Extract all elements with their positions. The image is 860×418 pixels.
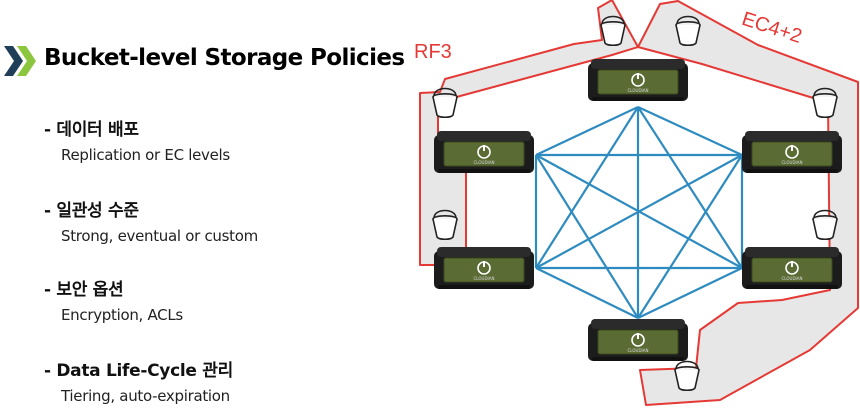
- node-brand-label: CLOUDIAN: [782, 276, 803, 281]
- policy-detail: Tiering, auto-expiration: [61, 387, 230, 405]
- storage-node: CLOUDIAN: [434, 247, 534, 289]
- policy-heading: - 보안 옵션: [44, 280, 124, 300]
- node-brand-label: CLOUDIAN: [782, 160, 803, 165]
- policy-item-security: - 보안 옵션 Encryption, ACLs: [44, 275, 183, 324]
- policy-heading: - 일관성 수준: [44, 201, 139, 221]
- mesh-link: [535, 106, 639, 269]
- bucket-icon: [432, 87, 458, 119]
- policy-item-lifecycle: - Data Life-Cycle 관리 Tiering, auto-expir…: [44, 356, 233, 405]
- mesh-link: [637, 154, 743, 319]
- storage-node: CLOUDIAN: [588, 319, 688, 361]
- policy-detail: Replication or EC levels: [61, 146, 230, 164]
- bucket-icon: [675, 15, 701, 47]
- mesh-link: [535, 154, 743, 269]
- bucket-icon: [812, 209, 838, 241]
- policy-heading: - Data Life-Cycle 관리: [44, 361, 233, 381]
- cluster-diagram-svg: CLOUDIAN CLOUDIAN CLOUDIAN CLOUDIAN CLOUDIAN…: [414, 0, 859, 406]
- buckets: [432, 15, 838, 392]
- storage-node: CLOUDIAN: [434, 131, 534, 173]
- node-brand-label: CLOUDIAN: [628, 88, 649, 93]
- mesh-link: [637, 106, 743, 269]
- cluster-diagram: CLOUDIAN CLOUDIAN CLOUDIAN CLOUDIAN CLOUDIAN…: [400, 0, 860, 418]
- mesh-link: [535, 106, 639, 156]
- storage-nodes: CLOUDIAN CLOUDIAN CLOUDIAN CLOUDIAN CLOUDIAN…: [434, 59, 842, 361]
- policy-heading: - 데이터 배포: [44, 120, 139, 140]
- storage-node: CLOUDIAN: [742, 131, 842, 173]
- chevron-bullet-icon: [4, 46, 36, 76]
- node-brand-label: CLOUDIAN: [474, 276, 495, 281]
- mesh-link: [637, 267, 743, 319]
- node-brand-label: CLOUDIAN: [628, 348, 649, 353]
- bucket-icon: [812, 87, 838, 119]
- page-title: Bucket-level Storage Policies: [44, 45, 405, 71]
- bucket-icon: [432, 209, 458, 241]
- policy-detail: Strong, eventual or custom: [61, 227, 258, 245]
- bucket-icon: [600, 15, 626, 47]
- policy-detail: Encryption, ACLs: [61, 306, 183, 324]
- storage-node: CLOUDIAN: [742, 247, 842, 289]
- mesh-link: [535, 154, 639, 319]
- bucket-icon: [674, 360, 700, 392]
- policy-panel: Bucket-level Storage Policies - 데이터 배포 R…: [0, 0, 405, 418]
- policy-item-consistency: - 일관성 수준 Strong, eventual or custom: [44, 196, 258, 245]
- mesh-link: [637, 106, 743, 156]
- mesh-link: [535, 267, 639, 319]
- node-brand-label: CLOUDIAN: [474, 160, 495, 165]
- policy-item-distribution: - 데이터 배포 Replication or EC levels: [44, 115, 230, 164]
- rf3-label: RF3: [414, 41, 452, 63]
- storage-node: CLOUDIAN: [588, 59, 688, 101]
- mesh-connections: [534, 106, 744, 319]
